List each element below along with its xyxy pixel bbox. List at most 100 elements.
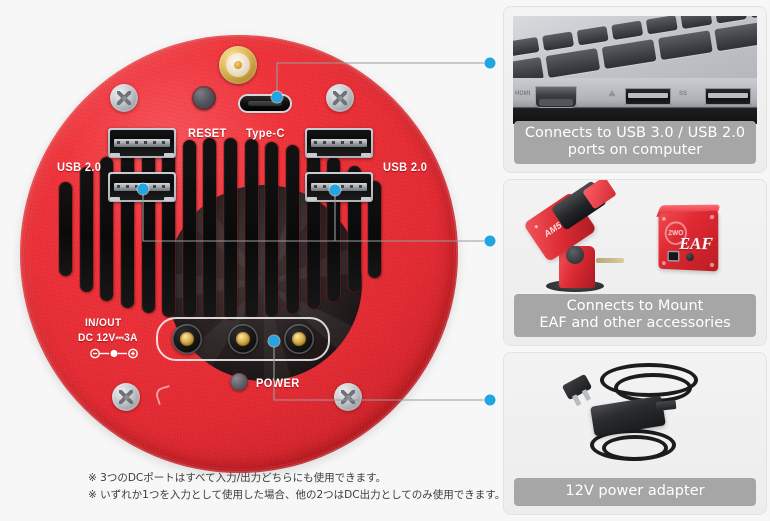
vent-slot bbox=[265, 142, 279, 317]
caption-line: EAF and other accessories bbox=[539, 314, 731, 331]
plug-pin bbox=[571, 394, 582, 407]
key bbox=[542, 31, 575, 51]
key bbox=[601, 39, 657, 70]
type-c-port[interactable] bbox=[240, 96, 290, 111]
callout-dot-usb-left[interactable] bbox=[137, 183, 149, 195]
in-out-label: IN/OUT bbox=[85, 317, 122, 329]
usb-shield-tab bbox=[110, 197, 120, 201]
vent-slot bbox=[162, 142, 176, 317]
vent-slot bbox=[141, 145, 155, 313]
hdmi-port-label: HDMI bbox=[515, 91, 531, 97]
laptop-side-ports: HDMI ⁂ SS bbox=[513, 78, 757, 124]
accessory-panel-column: HDMI ⁂ SS Connects to USB 3.0 / USB 2.0 … bbox=[500, 0, 770, 521]
adapter-art bbox=[504, 359, 766, 467]
eaf-focuser: ZWO EAF bbox=[504, 184, 766, 296]
body-screw-top-left bbox=[110, 84, 138, 112]
usb-shield-tab bbox=[307, 197, 317, 201]
dc-jack-2[interactable] bbox=[228, 324, 258, 354]
usb-left-label: USB 2.0 bbox=[57, 160, 102, 174]
callout-dot-panel-power-adapter[interactable] bbox=[484, 394, 496, 406]
usb-a-port-2 bbox=[705, 88, 751, 105]
eaf-screw bbox=[662, 261, 666, 266]
key bbox=[513, 56, 544, 78]
vent-slot bbox=[285, 145, 299, 314]
am5-mount: AM5 bbox=[504, 180, 644, 296]
caption-line: 12V power adapter bbox=[565, 482, 705, 499]
vent-slot bbox=[182, 140, 196, 319]
footnotes: ※ 3つのDCポートはすべて入力/出力どちらにも使用できます。 ※ いずれか1つ… bbox=[88, 470, 505, 504]
panel-caption-usb-computer: Connects to USB 3.0 / USB 2.0 ports on c… bbox=[514, 120, 756, 164]
usb-port-left-top[interactable] bbox=[108, 128, 176, 158]
mount-dovetail-bar bbox=[596, 258, 624, 263]
reset-button[interactable] bbox=[192, 86, 216, 110]
hdmi-port bbox=[535, 86, 577, 108]
panel-usb-computer[interactable]: HDMI ⁂ SS Connects to USB 3.0 / USB 2.0 … bbox=[504, 7, 766, 172]
callout-dot-dc-ports[interactable] bbox=[268, 335, 280, 347]
callout-dot-typec-port[interactable] bbox=[271, 91, 283, 103]
dc-jack-1[interactable] bbox=[172, 324, 202, 354]
key bbox=[657, 30, 713, 61]
caption-line: Connects to Mount bbox=[566, 297, 704, 314]
eaf-usb-port bbox=[667, 250, 680, 262]
dc-polarity-icon bbox=[90, 348, 140, 359]
accessory-art: AM5 ZWO EAF bbox=[504, 180, 766, 296]
usb-shield-tab bbox=[361, 197, 371, 201]
callout-dot-panel-usb-computer[interactable] bbox=[484, 57, 496, 69]
callout-dot-panel-mount-eaf[interactable] bbox=[484, 235, 496, 247]
vent-slot bbox=[203, 138, 217, 320]
vent-slot bbox=[244, 139, 258, 319]
panel-caption-mount-eaf: Connects to Mount EAF and other accessor… bbox=[514, 293, 756, 337]
ethernet-icon: ⁂ bbox=[609, 92, 615, 98]
device-photo-region: RESET Type-C USB 2.0 USB 2.0 POWER IN/OU… bbox=[20, 35, 506, 504]
body-screw-top-right bbox=[326, 84, 354, 112]
caption-line: Connects to USB 3.0 / USB 2.0 bbox=[524, 124, 746, 141]
body-screw-bottom-left bbox=[112, 383, 140, 411]
panel-caption-power-adapter: 12V power adapter bbox=[514, 477, 756, 506]
usb-port-cavity bbox=[307, 130, 371, 156]
laptop-keyboard bbox=[513, 16, 757, 78]
eaf-body: ZWO EAF bbox=[658, 210, 719, 272]
reset-label: RESET bbox=[188, 126, 227, 140]
type-c-label: Type-C bbox=[246, 126, 285, 140]
am5-mount-and-eaf-focuser-photo: AM5 ZWO EAF bbox=[504, 180, 766, 345]
panel-power-adapter[interactable]: 12V power adapter bbox=[504, 353, 766, 514]
key bbox=[680, 16, 713, 30]
plug-pin bbox=[581, 389, 592, 402]
laptop-usb-ports-photo: HDMI ⁂ SS bbox=[504, 7, 766, 172]
vent-slot bbox=[59, 182, 72, 276]
panel-mount-eaf[interactable]: AM5 ZWO EAF bbox=[504, 180, 766, 345]
dc-port-group-outline bbox=[156, 317, 330, 361]
callout-dot-usb-right[interactable] bbox=[329, 184, 341, 196]
key bbox=[749, 16, 757, 19]
body-screw-bottom-right bbox=[334, 383, 362, 411]
key bbox=[576, 25, 609, 46]
usb-port-right-top[interactable] bbox=[305, 128, 373, 158]
sma-antenna-connector bbox=[219, 46, 257, 84]
power-led-indicator bbox=[230, 373, 248, 391]
eaf-screw bbox=[662, 216, 666, 221]
key bbox=[545, 48, 601, 78]
usb-shield-tab bbox=[361, 153, 371, 157]
usb-shield-tab bbox=[110, 153, 120, 157]
key bbox=[714, 21, 757, 52]
dc-cord-loop bbox=[602, 435, 668, 461]
vent-slot bbox=[224, 138, 237, 320]
key bbox=[714, 16, 747, 24]
usb-port-cavity bbox=[110, 130, 174, 156]
footnote-line-1: ※ 3つのDCポートはすべて入力/出力どちらにも使用できます。 bbox=[88, 472, 387, 484]
eaf-brand-label: EAF bbox=[679, 233, 714, 254]
dc-jack-3[interactable] bbox=[284, 324, 314, 354]
eaf-screw bbox=[709, 262, 715, 268]
dc-rating-label: DC 12V⎓3A bbox=[78, 332, 138, 344]
eaf-screw bbox=[709, 214, 715, 220]
usb-a-port-1 bbox=[625, 88, 671, 105]
usb-shield-tab bbox=[164, 197, 174, 201]
key bbox=[611, 20, 644, 40]
caption-line: ports on computer bbox=[567, 141, 703, 158]
key bbox=[645, 16, 678, 35]
mount-clutch-knob bbox=[566, 246, 584, 264]
eaf-knob bbox=[686, 252, 694, 262]
usb-shield-tab bbox=[164, 153, 174, 157]
usb-right-label: USB 2.0 bbox=[383, 160, 428, 174]
